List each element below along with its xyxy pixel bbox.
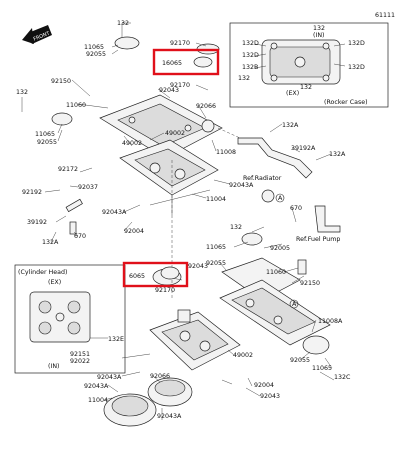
- label-11060-top: 11060: [66, 102, 86, 109]
- leader-lines: [21, 22, 335, 420]
- label-92043-mid: 92043: [188, 263, 208, 270]
- label-11008a: 11008A: [318, 318, 343, 325]
- label-49002-a: 49002: [165, 130, 185, 137]
- highlight-6065: 6065: [122, 261, 189, 288]
- label-92066-bot: 92066: [150, 373, 170, 380]
- label-92170-b: 92170: [170, 82, 190, 89]
- label-92055-br: 92055: [290, 357, 310, 364]
- cylinder-head-ex: (EX): [48, 279, 61, 286]
- label-92151: 92151: [70, 351, 90, 358]
- label-670-right: 670: [290, 205, 302, 212]
- callout-a-upper: A: [275, 193, 285, 203]
- label-11065-left: 11065: [35, 131, 55, 138]
- label-132d-3: 132D: [242, 52, 259, 59]
- rocker-case-inset: 132 (IN) (EX) (Rocker Case) 132D 132D 13…: [229, 22, 389, 108]
- label-92022: 92022: [70, 358, 90, 365]
- label-92004-bot: 92004: [254, 382, 274, 389]
- rocker-case-ex: (EX): [286, 90, 299, 97]
- label-11004-bot: 11004: [88, 397, 108, 404]
- label-132a-right: 132A: [329, 151, 346, 158]
- label-92037: 92037: [78, 184, 98, 191]
- cylinder-block: [103, 268, 193, 427]
- rocker-case-exploded: [51, 36, 223, 159]
- label-132d-2: 132D: [348, 40, 365, 47]
- callout-a-lower: A: [289, 299, 299, 309]
- label-11065-mid: 11065: [206, 244, 226, 251]
- label-132d-1: 132D: [242, 40, 259, 47]
- highlight-16065: 16065: [152, 48, 220, 76]
- rocker-case-ref: 132: [313, 25, 325, 32]
- label-92043-bot: 92043: [260, 393, 280, 400]
- label-49002-bot: 49002: [233, 352, 253, 359]
- label-132a-left: 132A: [42, 239, 59, 246]
- ref-radiator: Ref.Radiator: [243, 175, 282, 182]
- head-cover-lower: [219, 257, 331, 355]
- label-92043-top: 92043: [159, 87, 179, 94]
- label-92043a-b2: 92043A: [84, 383, 109, 390]
- label-92055-mid: 92055: [206, 260, 226, 267]
- part-labels: 132 11065 92055 92170 92170 92150 132 11…: [16, 20, 351, 420]
- cylinder-head-exploded-upper: [65, 139, 219, 235]
- label-132-top: 132: [117, 20, 129, 27]
- label-92170-mid: 92170: [155, 287, 175, 294]
- label-11060-mid: 11060: [266, 269, 286, 276]
- ref-fuel-pump: Ref.Fuel Pump: [296, 236, 340, 243]
- cylinder-head-inset: (Cylinder Head) (EX) (IN) 132E 92151 920…: [14, 264, 126, 374]
- label-92043a-1: 92043A: [229, 182, 254, 189]
- rocker-case-title: (Rocker Case): [324, 99, 368, 106]
- fuel-pump-pipe: [314, 205, 341, 233]
- label-132-rc2: 132: [300, 84, 312, 91]
- label-132d-4: 132D: [348, 64, 365, 71]
- label-92055-top: 92055: [86, 51, 106, 58]
- label-11004-top: 11004: [206, 196, 226, 203]
- figure-code: 61111: [375, 12, 395, 19]
- highlight-label-16065: 16065: [162, 60, 182, 67]
- svg-text:A: A: [278, 195, 283, 202]
- cylinder-head-title: (Cylinder Head): [18, 269, 67, 276]
- label-92066-top: 92066: [196, 103, 216, 110]
- label-670-left: 670: [74, 233, 86, 240]
- label-92005-mid: 92005: [270, 245, 290, 252]
- highlight-label-6065: 6065: [129, 273, 145, 280]
- label-92043a-2: 92043A: [102, 209, 127, 216]
- rocker-case-in: (IN): [313, 32, 324, 39]
- label-92043a-b3: 92043A: [157, 413, 182, 420]
- cylinder-head-lower: [149, 232, 263, 371]
- label-11065-br: 11065: [312, 365, 332, 372]
- label-92192: 92192: [22, 189, 42, 196]
- label-92150-top: 92150: [51, 78, 71, 85]
- label-132-left: 132: [16, 89, 28, 96]
- radiator-pipe: [237, 137, 313, 203]
- label-49002-b: 49002: [122, 140, 142, 147]
- label-39192: 39192: [27, 219, 47, 226]
- label-11008: 11008: [216, 149, 236, 156]
- label-132a-top: 132A: [282, 122, 299, 129]
- label-132b: 132B: [242, 64, 258, 71]
- label-92043a-b1: 92043A: [97, 374, 122, 381]
- label-92170-top: 92170: [170, 40, 190, 47]
- cylinder-head-in: (IN): [48, 363, 59, 370]
- label-11065-top: 11065: [84, 44, 104, 51]
- label-92004-top: 92004: [124, 228, 144, 235]
- label-92150-mid: 92150: [300, 280, 320, 287]
- label-92172: 92172: [58, 166, 78, 173]
- front-arrow: FRONT: [22, 25, 52, 44]
- label-132e: 132E: [108, 336, 124, 343]
- label-92055-left: 92055: [37, 139, 57, 146]
- svg-text:A: A: [292, 301, 297, 308]
- label-39192a: 39192A: [291, 145, 316, 152]
- label-132c: 132C: [334, 374, 351, 381]
- label-132-rc1: 132: [238, 75, 250, 82]
- label-132-mid: 132: [230, 224, 242, 231]
